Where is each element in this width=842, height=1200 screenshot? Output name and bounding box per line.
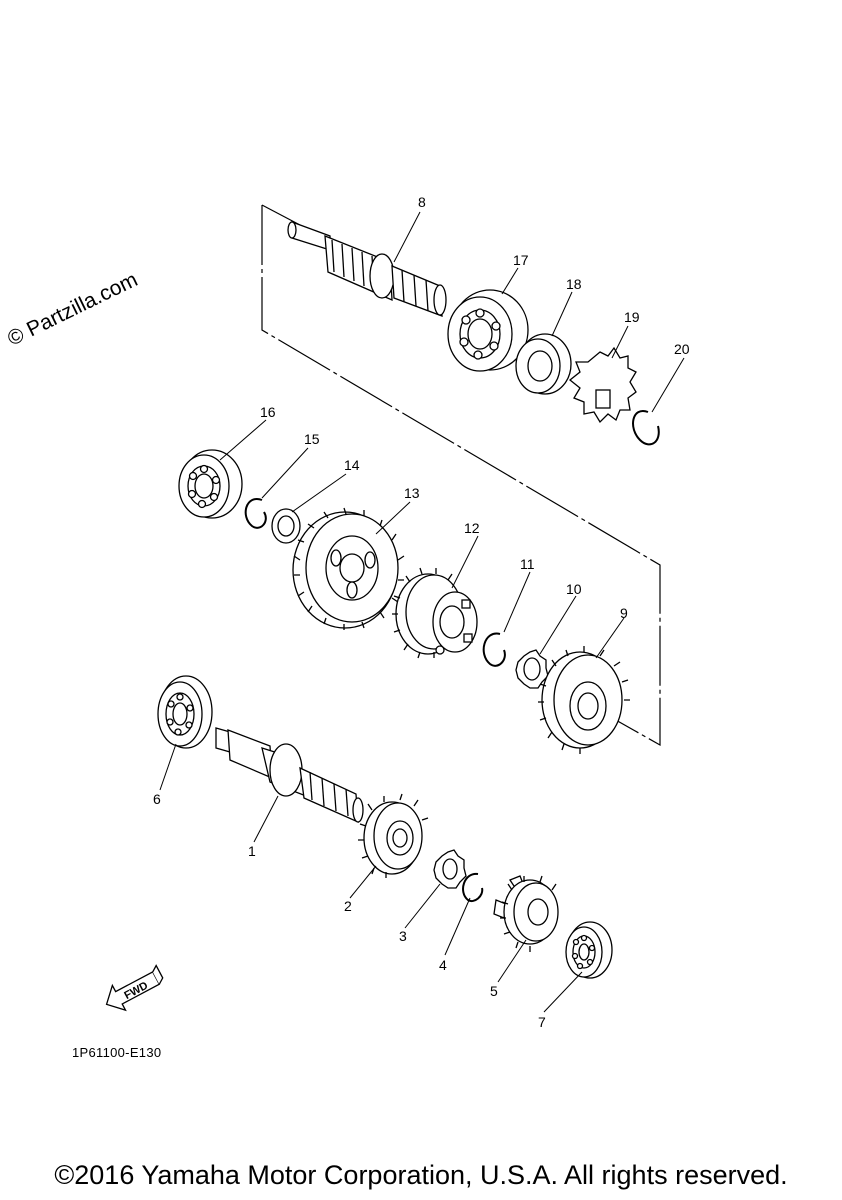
callout-13: 13 [404,485,420,501]
callout-15: 15 [304,431,320,447]
part-10-washer [515,649,549,689]
callout-3: 3 [399,928,407,944]
fwd-label: FWD [122,980,150,1002]
callout-5: 5 [490,983,498,999]
part-11-circlip [482,632,506,667]
part-2-gear [358,793,429,878]
part-4-circlip [462,872,484,902]
part-12-gear [392,567,478,659]
part-19-drive-sprocket [568,346,637,424]
part-14-washer [271,508,301,544]
part-5-gear [493,875,559,952]
callout-16: 16 [260,404,276,420]
callout-19: 19 [624,309,640,325]
callout-14: 14 [344,457,360,473]
callout-9: 9 [620,605,628,621]
part-18-oil-seal [515,333,572,395]
part-20-circlip [632,410,660,446]
leader-lines [159,211,685,1013]
part-8-drive-axle [287,221,447,317]
callout-18: 18 [566,276,582,292]
callout-1: 1 [248,843,256,859]
part-1-main-axle [215,727,364,824]
callout-8: 8 [418,194,426,210]
callout-labels: 1 2 3 4 5 6 7 8 9 10 11 12 13 14 15 16 1… [153,194,690,1030]
part-13-gear [292,507,405,630]
part-15-circlip [244,498,267,529]
assembly-frame-top [261,204,301,226]
callout-2: 2 [344,898,352,914]
callout-11: 11 [520,556,535,572]
part-9-gear [538,646,630,754]
part-7-bearing [565,921,613,979]
drawing-code: 1P61100-E130 [72,1045,162,1060]
fwd-arrow-icon: FWD [105,964,164,1012]
assembly-frame [261,205,661,747]
callout-20: 20 [674,341,690,357]
callout-7: 7 [538,1014,546,1030]
callout-4: 4 [439,957,447,973]
callout-17: 17 [513,252,529,268]
part-6-bearing [157,675,213,749]
part-3-washer [433,849,467,889]
part-16-bearing [178,449,243,519]
copyright-footer: ©2016 Yamaha Motor Corporation, U.S.A. A… [54,1160,788,1190]
callout-10: 10 [566,581,582,597]
callout-6: 6 [153,791,161,807]
part-17-bearing [447,289,529,372]
callout-12: 12 [464,520,480,536]
